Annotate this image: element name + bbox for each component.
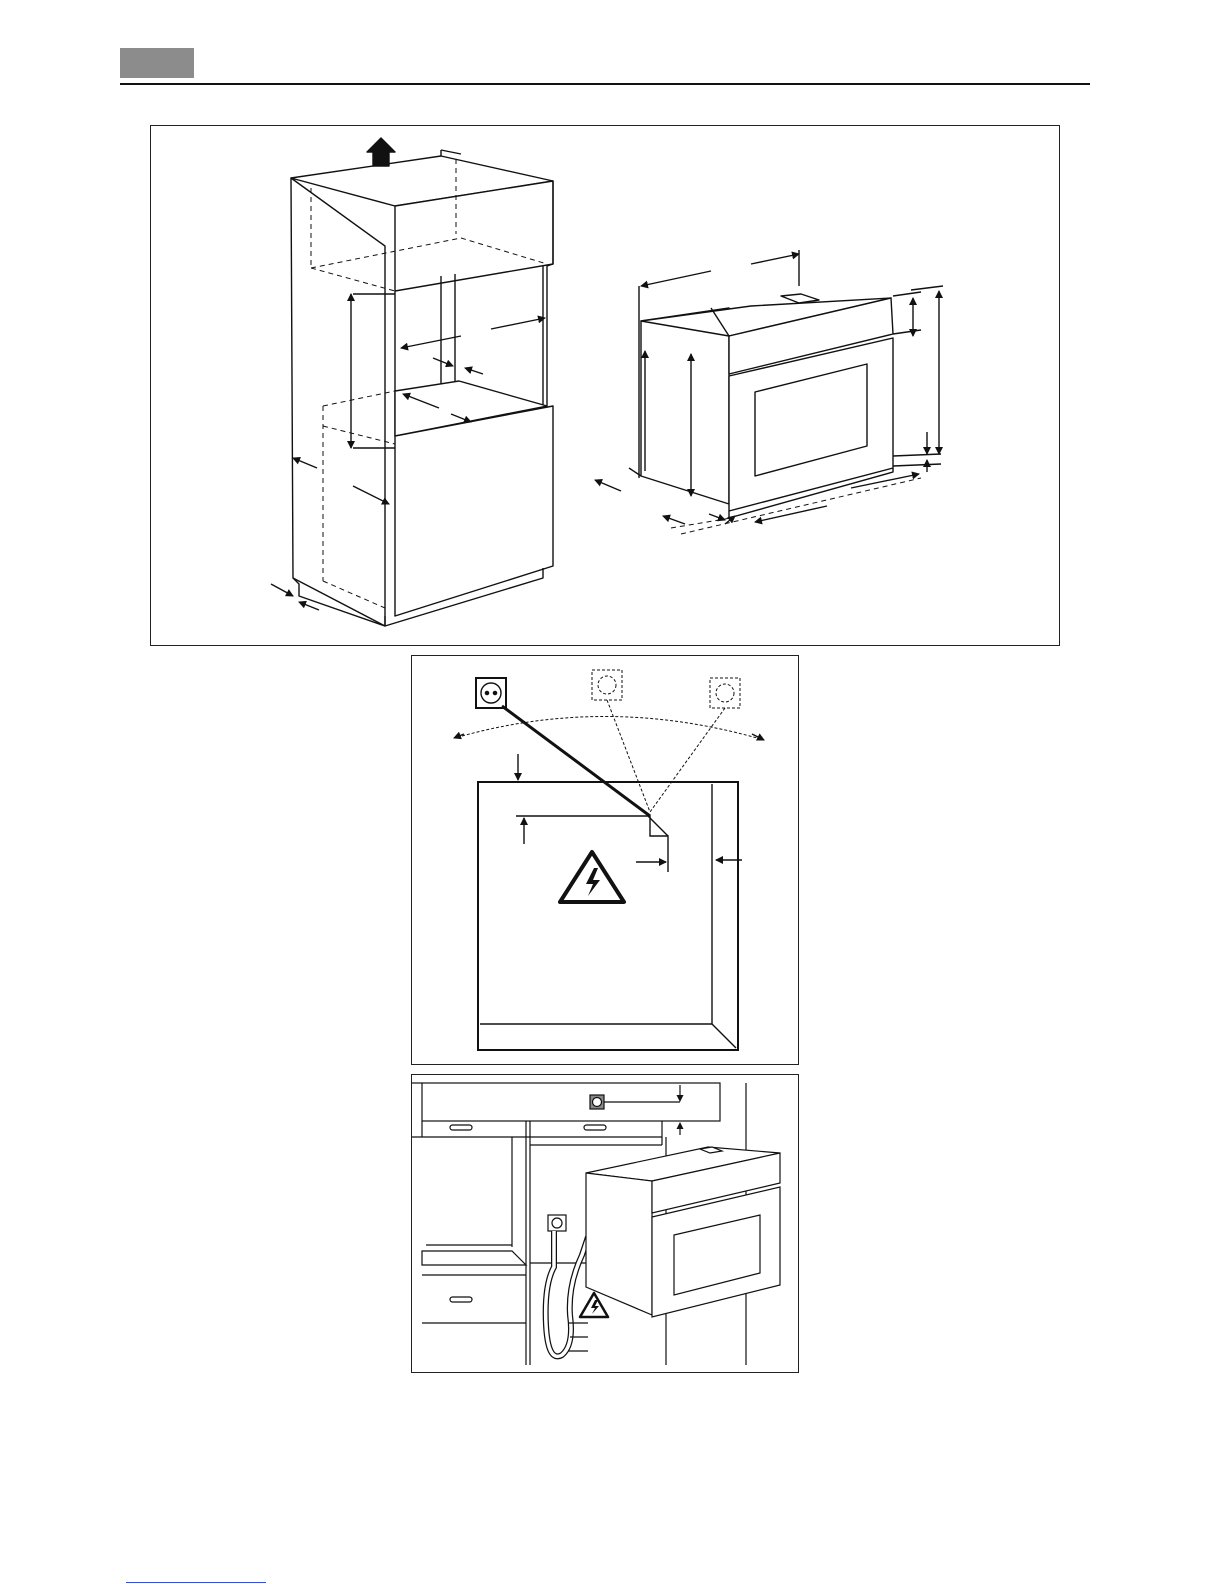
oven-installation-figure [411,1074,799,1373]
cabinet-and-oven-drawing [151,126,1059,645]
electric-hazard-icon [560,852,624,902]
socket-placement-figure [411,655,799,1065]
header-rule [120,83,1090,85]
socket-icon [476,678,506,708]
cabinet-and-oven-dimensions-figure [150,125,1060,646]
socket-placement-drawing [412,656,798,1064]
electric-hazard-icon [580,1293,608,1317]
footer-link-underline[interactable] [126,1582,266,1583]
socket-icon [548,1215,566,1231]
page-header-tab [120,48,194,78]
oven-installation-drawing [412,1075,798,1372]
